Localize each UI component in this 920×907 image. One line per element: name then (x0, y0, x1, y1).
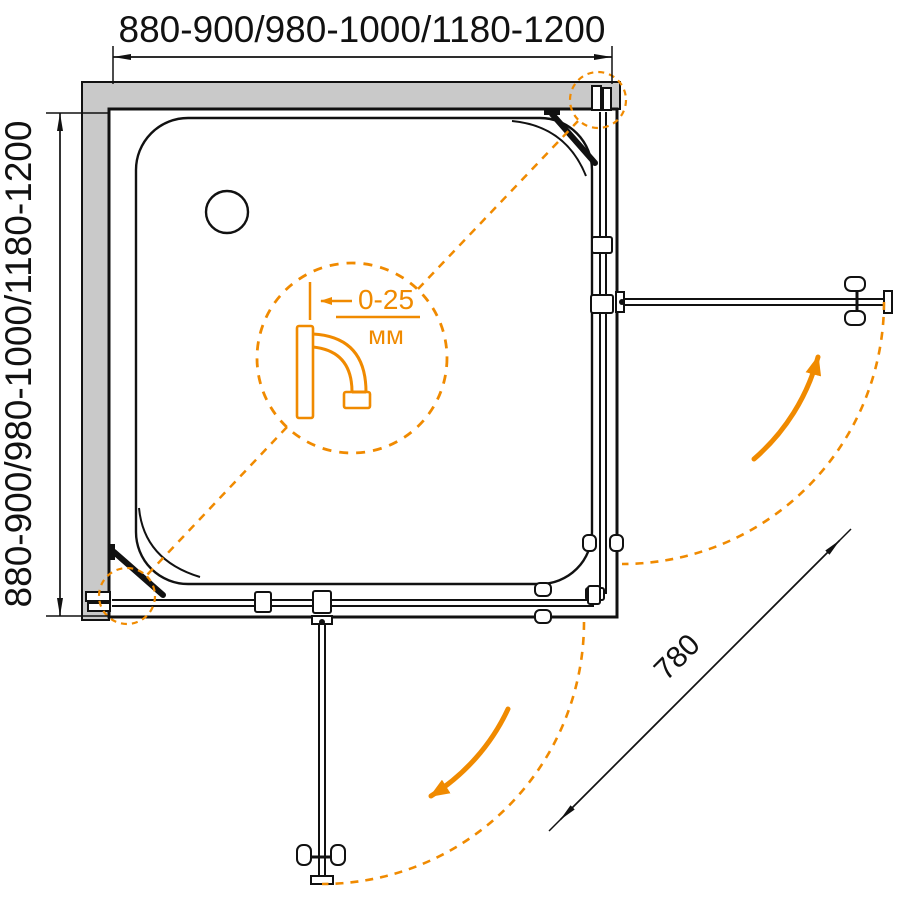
door-swing-arrow-right (751, 354, 822, 462)
profile-part (602, 87, 612, 111)
door-swing-arc-bottom (321, 621, 586, 886)
tray-corner-step-top-right (511, 120, 587, 177)
left-dimension-label: 880-900/980-1000/1180-1200 (0, 121, 39, 608)
wall-profile-top-right (591, 85, 612, 111)
adjustment-unit-label: мм (368, 320, 404, 350)
knob-half (844, 310, 866, 326)
adjustment-profile-detail: 0-25 мм (295, 282, 420, 420)
top-dimension-label: 880-900/980-1000/1180-1200 (119, 9, 606, 50)
knob-half (844, 276, 866, 292)
knob-bottom-closed (534, 582, 552, 624)
detail-callout-top-right (568, 70, 628, 130)
knob-half (330, 844, 346, 866)
knob-half (534, 582, 552, 597)
knob-half (534, 609, 552, 624)
support-strut-top-right (544, 109, 598, 166)
overshoot-line (548, 819, 561, 832)
door-right-open (615, 276, 893, 326)
door-bottom-open (296, 615, 346, 885)
drain-icon (204, 189, 250, 235)
detail-leader-line-bottom-left (146, 426, 288, 576)
enclosure-frame (107, 107, 619, 619)
profile-part (87, 602, 111, 612)
detail-callout-bottom-left (97, 566, 157, 626)
glass-panel-right (599, 112, 607, 594)
entry-width-dimension-line (559, 539, 841, 821)
knob-half (609, 534, 624, 552)
hinge-right-upper (591, 236, 613, 254)
door-profile-inner-curve (312, 345, 354, 393)
overshoot-line (839, 528, 852, 541)
profile-part (591, 85, 602, 111)
knob-half (296, 844, 312, 866)
profile-clamp (342, 390, 372, 410)
glass-panel-bottom (112, 599, 594, 607)
top-dimension: 880-900/980-1000/1180-1200 (112, 9, 613, 84)
left-dimension: 880-900/980-1000/1180-1200 (0, 112, 108, 617)
profile-cross-section-sketch (295, 324, 372, 420)
shower-tray (134, 116, 594, 586)
knob-half (582, 534, 597, 552)
adjustment-range-label: 0-25 (358, 284, 414, 315)
hinge-bottom-pivot (312, 590, 332, 614)
pivot-point (619, 299, 625, 305)
closure-part (587, 585, 601, 605)
wall-profile-outline (295, 324, 315, 420)
tray-corner-step-bottom-left (138, 507, 201, 578)
detail-circle (255, 261, 449, 455)
pivot-point (319, 619, 325, 625)
hinge-bottom-left-upper (254, 591, 272, 613)
door-swing-arrow-bottom (428, 706, 511, 799)
hinge-right-pivot (590, 294, 614, 314)
entry-width-label: 780 (648, 628, 707, 687)
strut-bar (549, 111, 598, 166)
door-swing-arc-right (621, 301, 886, 566)
profile-part (85, 591, 111, 602)
door-profile-outer-curve (312, 332, 368, 393)
